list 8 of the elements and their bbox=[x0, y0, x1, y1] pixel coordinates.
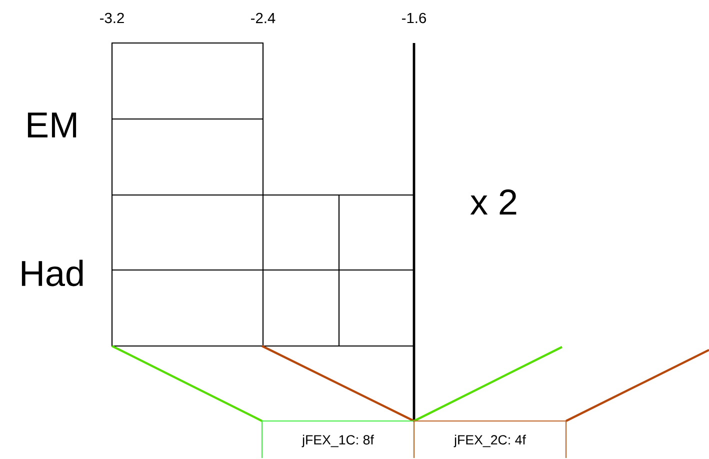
module-box: jFEX_2C: 4f bbox=[413, 420, 567, 458]
tick-label: -3.2 bbox=[100, 12, 124, 24]
multiplier-label: x 2 bbox=[470, 189, 516, 215]
row-label: EM bbox=[28, 112, 76, 138]
module-box: jFEX_1C: 8f bbox=[261, 420, 415, 458]
row-label: Had bbox=[22, 260, 83, 286]
tick-label: -1.6 bbox=[402, 12, 426, 24]
tick-label: -2.4 bbox=[251, 12, 276, 24]
